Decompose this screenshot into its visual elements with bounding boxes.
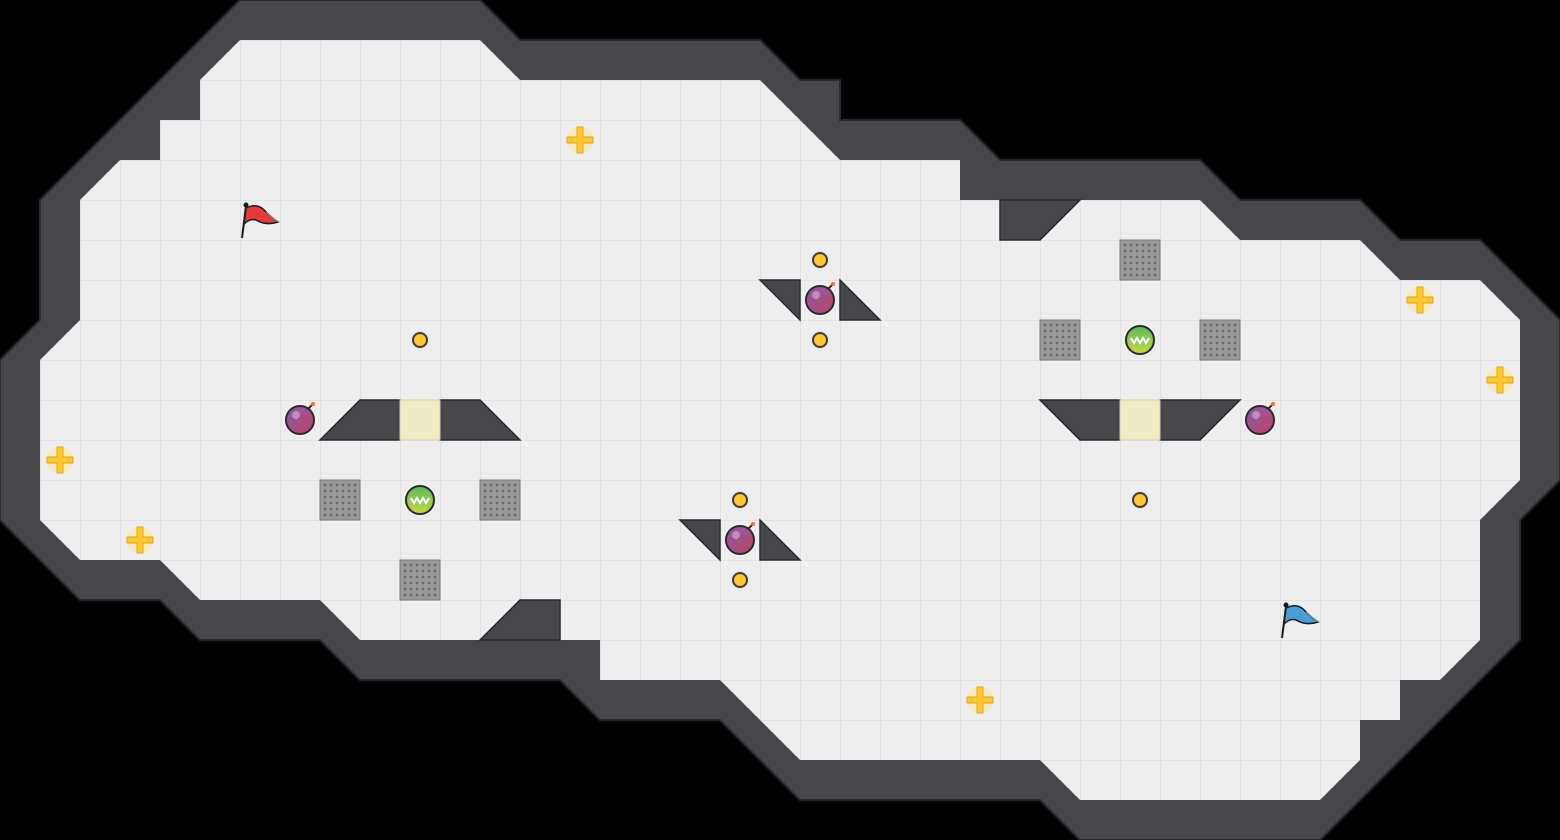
button-icon <box>812 332 828 348</box>
flags-layer <box>241 202 1320 639</box>
bomb-icon <box>285 402 315 435</box>
boost-icon <box>126 526 154 554</box>
boost-icon <box>1406 286 1434 314</box>
boosts-layer <box>46 126 1514 714</box>
boost-icon <box>566 126 594 154</box>
buttons-layer <box>412 252 1148 588</box>
bomb-icon <box>805 282 835 315</box>
boost-icon <box>46 446 74 474</box>
boost-icon <box>1486 366 1514 394</box>
button-icon <box>812 252 828 268</box>
button-icon <box>1132 492 1148 508</box>
bomb-icon <box>1245 402 1275 435</box>
wall-top-wedge <box>758 279 801 322</box>
gates-layer <box>399 399 1161 441</box>
power-up-icon <box>405 485 435 515</box>
blue-flag-icon <box>1281 602 1320 639</box>
speed-pad-icon <box>1119 239 1161 281</box>
wall-mid-wedge <box>678 519 721 562</box>
wall-mid-wedge-2 <box>759 518 802 561</box>
speed-pad-icon <box>399 559 441 601</box>
button-icon <box>732 572 748 588</box>
arena-floor <box>40 40 1520 800</box>
speed-pad-icon <box>479 479 521 521</box>
speed-pad-icon <box>319 479 361 521</box>
bomb-icon <box>725 522 755 555</box>
speed-pads-layer <box>319 239 1241 601</box>
speed-pad-icon <box>1199 319 1241 361</box>
button-icon <box>732 492 748 508</box>
bombs-layer <box>285 282 1275 555</box>
button-icon <box>412 332 428 348</box>
gate-icon <box>399 399 441 441</box>
wall-notch <box>999 199 1082 241</box>
power-ups-layer <box>405 325 1155 515</box>
gate-icon <box>1119 399 1161 441</box>
boost-icon <box>966 686 994 714</box>
speed-pad-icon <box>1039 319 1081 361</box>
wall-bottom-bump <box>478 599 561 641</box>
wall-top-wedge-2 <box>839 278 882 321</box>
red-flag-icon <box>241 202 280 239</box>
power-up-icon <box>1125 325 1155 355</box>
inner-walls <box>318 199 1242 641</box>
